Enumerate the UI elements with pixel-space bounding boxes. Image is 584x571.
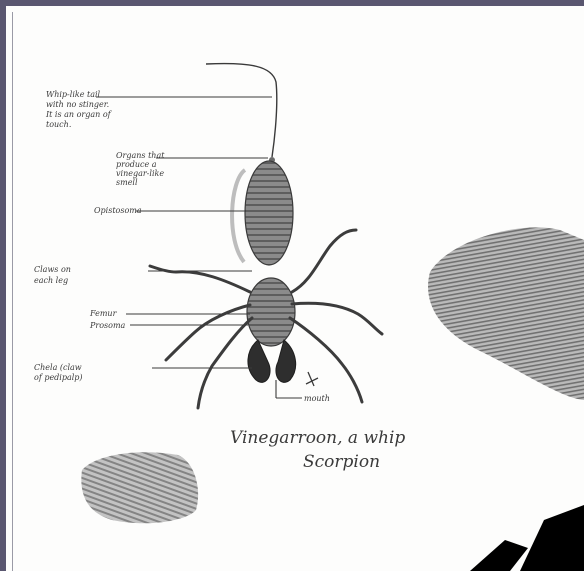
label-organs: Organs that xyxy=(116,151,165,160)
label-prosoma: Prosoma xyxy=(89,321,126,330)
label-femur: Femur xyxy=(89,309,118,318)
label-chela: Chela (claw xyxy=(34,363,82,372)
label-whip-tail: touch. xyxy=(46,120,71,129)
caption-line-2: Scorpion xyxy=(303,452,380,472)
whip-tail xyxy=(206,64,277,157)
mouth-mark xyxy=(306,372,318,386)
caption: Vinegarroon, a whip Scorpion xyxy=(230,428,405,472)
right-shading-sketch xyxy=(428,227,584,400)
prosoma xyxy=(247,278,295,346)
label-whip-tail: Whip-like tail xyxy=(46,90,101,99)
label-claws: each leg xyxy=(34,276,68,285)
caption-line-1: Vinegarroon, a whip xyxy=(230,428,405,448)
label-organs: smell xyxy=(116,178,138,187)
opistosoma xyxy=(232,161,293,265)
label-organs: produce a xyxy=(116,160,157,169)
label-mouth: mouth xyxy=(304,394,330,403)
label-organs: vinegar-like xyxy=(116,169,164,178)
watermark-corner-mark xyxy=(470,540,528,571)
label-opistosoma: Opistosoma xyxy=(94,206,142,215)
label-whip-tail: with no stinger. xyxy=(46,100,109,109)
label-claws: Claws on xyxy=(34,265,71,274)
watermark-corner-mark xyxy=(520,505,584,571)
label-chela: of pedipalp) xyxy=(34,373,83,382)
label-whip-tail: It is an organ of xyxy=(45,110,113,119)
left-bottom-shading-sketch xyxy=(81,452,198,523)
